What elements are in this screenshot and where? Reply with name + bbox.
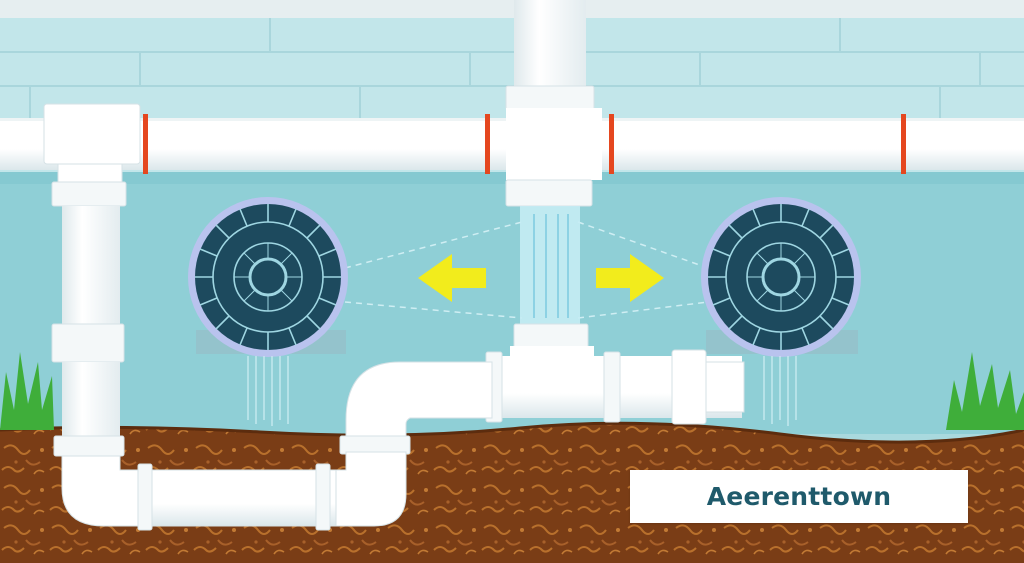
lower-tee-pipe: [485, 346, 745, 425]
caption-box: Aeerenttown: [630, 470, 968, 523]
caption-label: Aeerenttown: [706, 482, 892, 511]
right-filter-icon: [701, 197, 861, 426]
grass-icon: [0, 352, 1024, 430]
left-top-fitting: [43, 103, 141, 165]
clear-pipe-section: [520, 206, 580, 326]
center-vertical-pipe: [505, 0, 602, 349]
elbow-pipe: [329, 361, 493, 527]
right-arrow-icon: [596, 254, 664, 302]
flow-guide-lines: [344, 221, 709, 319]
bottom-horizontal-pipe: [119, 463, 337, 531]
left-filter-icon: [188, 197, 348, 426]
soil-ground: [0, 421, 1024, 563]
left-arrow-icon: [418, 254, 486, 302]
ceiling-band: [0, 0, 1024, 18]
